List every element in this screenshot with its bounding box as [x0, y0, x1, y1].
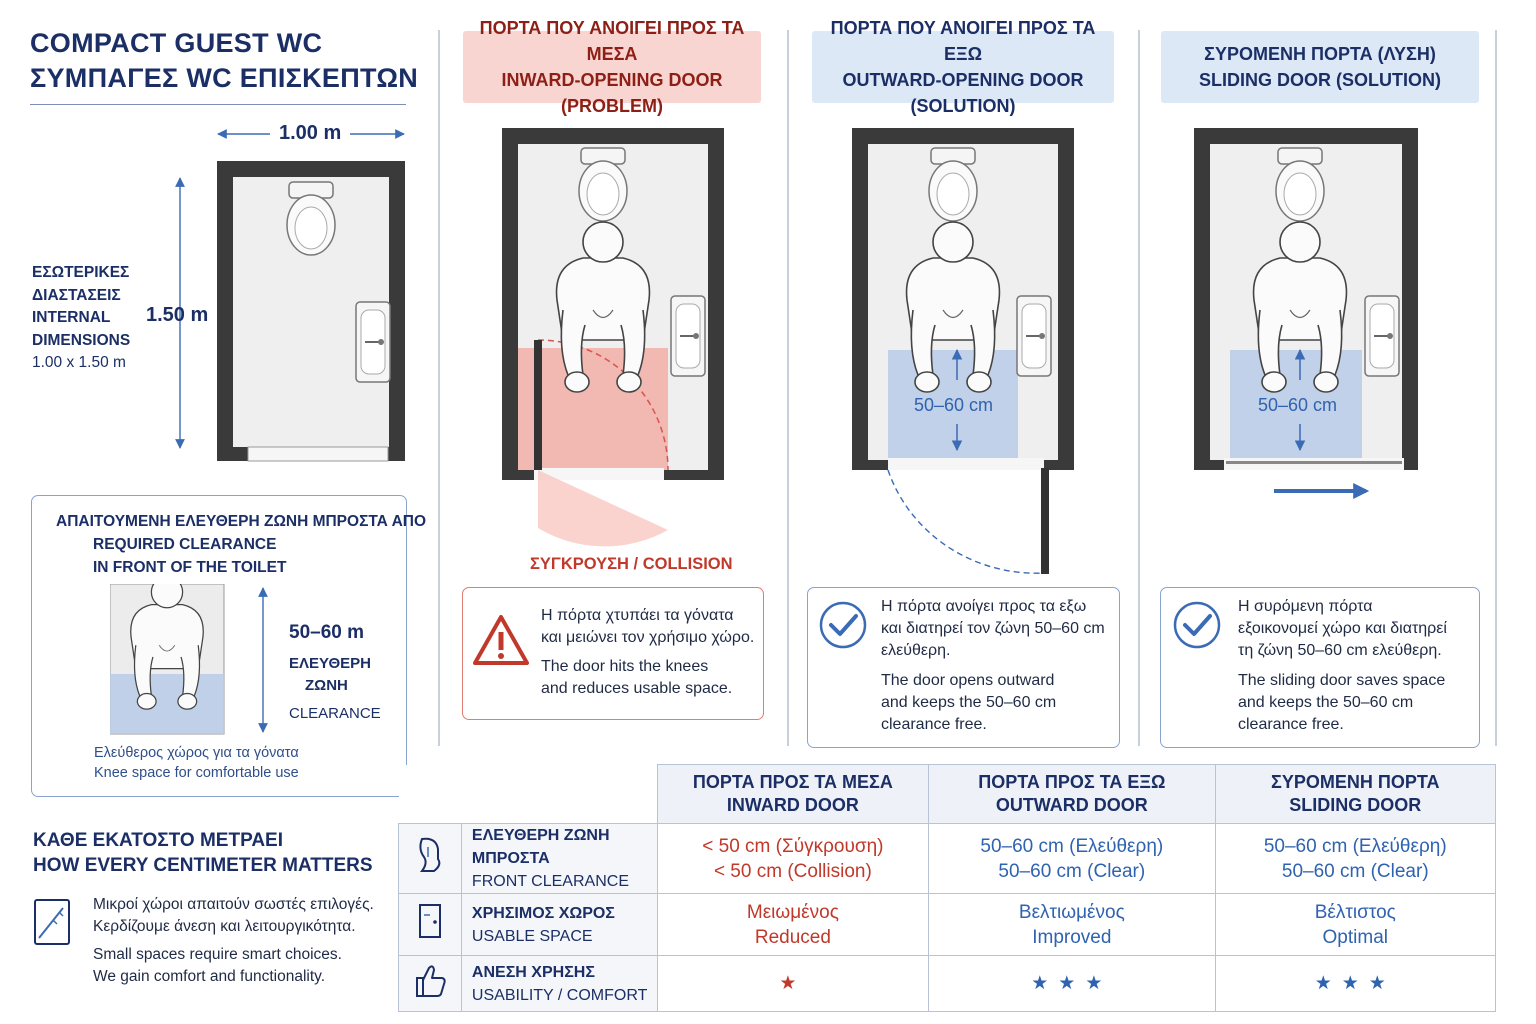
- separator-1: [438, 30, 440, 746]
- outward-door-swing: [887, 469, 1045, 574]
- title-rule: [30, 104, 406, 105]
- sliding-zone-label: 50–60 cm: [1258, 395, 1338, 415]
- toilet-icon: [928, 147, 978, 222]
- sink-icon: [355, 301, 391, 383]
- door-swing-outside: [538, 470, 668, 547]
- floor-plan: [175, 129, 405, 462]
- clearance-zone-label: ΕΛΕΥΘΕΡΗ ΖΩΝΗ CLEARANCE: [289, 655, 381, 722]
- internal-dimensions: ΕΣΩΤΕΡΙΚΕΣ ΔΙΑΣΤΑΣΕΙΣ INTERNAL DIMENSION…: [32, 264, 131, 371]
- rating-outward: ★★★: [928, 955, 1216, 1012]
- title-en: COMPACT GUEST WC: [30, 28, 323, 58]
- toilet-icon: [578, 147, 628, 222]
- header-inward-door: ΠΟΡΤΑ ΠΟΥ ΑΝΟΙΓΕΙ ΠΡΟΣ ΤΑ ΜΕΣΑ INWARD-OP…: [463, 18, 761, 116]
- every-cm-heading: ΚΑΘΕ ΕΚΑΤΟΣΤΟ ΜΕΤΡΑΕΙ HOW EVERY CENTIMET…: [33, 830, 373, 876]
- sliding-plan: [1194, 128, 1418, 499]
- sliding-description: Η συρόμενη πόρτα εξοικονομεί χώρο και δι…: [1238, 598, 1447, 733]
- toilet-icon: [1275, 147, 1325, 222]
- check-circle-icon: [1173, 601, 1221, 649]
- rating-sliding: ★★★: [1214, 955, 1497, 1012]
- inward-description: Η πόρτα χτυπάει τα γόνατα και μειώνει το…: [541, 607, 755, 697]
- page-title: COMPACT GUEST WC ΣΥΜΠΑΓΕΣ WC ΕΠΙΣΚΕΠΤΩΝ: [30, 26, 418, 96]
- sink-icon: [1016, 295, 1052, 377]
- header-outward-door: ΠΟΡΤΑ ΠΟΥ ΑΝΟΙΓΕΙ ΠΡΟΣ ΤΑ ΕΞΩ OUTWARD-OP…: [812, 18, 1114, 116]
- clearance-title: ΑΠΑΙΤΟΥΜΕΝΗ ΕΛΕΥΘΕΡΗ ΖΩΝΗ ΜΠΡΟΣΤΑ ΑΠΟ RE…: [56, 513, 427, 576]
- clearance-zone: [110, 674, 224, 734]
- collision-zone: [518, 348, 668, 470]
- check-circle-icon: [819, 601, 867, 649]
- separator-4: [1495, 30, 1497, 746]
- thumbs-up-icon: [398, 955, 462, 1012]
- clearance-figure: [110, 584, 268, 735]
- knee-icon: [398, 823, 462, 894]
- ruler-icon: [34, 899, 70, 945]
- clearance-caption: Ελεύθερος χώρος για τα γόνατα Knee space…: [94, 745, 299, 781]
- sink-icon: [670, 295, 706, 377]
- inward-door-leaf: [534, 340, 542, 470]
- rating-inward: ★: [656, 955, 930, 1012]
- door-gap: [247, 446, 389, 462]
- toilet-icon: [286, 181, 336, 256]
- warning-icon: [473, 615, 529, 665]
- clearance-value: 50–60 m: [289, 622, 365, 643]
- sliding-door-track: [1226, 461, 1402, 464]
- collision-label: ΣΥΓΚΡΟΥΣΗ / COLLISION: [530, 555, 733, 573]
- outward-door-leaf: [1041, 468, 1049, 574]
- outward-zone-label: 50–60 cm: [914, 395, 994, 415]
- outward-description: Η πόρτα ανοίγει προς τα εξω και διατηρεί…: [881, 598, 1105, 733]
- sink-icon: [1364, 295, 1400, 377]
- header-sliding-door: ΣΥΡΟΜΕΝΗ ΠΟΡΤΑ (ΛΥΣΗ) SLIDING DOOR (SOLU…: [1161, 31, 1479, 103]
- width-label: 1.00 m: [279, 122, 342, 144]
- height-label: 1.50 m: [146, 304, 209, 326]
- separator-2: [787, 30, 789, 746]
- inward-plan: [502, 128, 724, 547]
- separator-3: [1138, 30, 1140, 746]
- outward-plan: [852, 128, 1074, 574]
- title-gr: ΣΥΜΠΑΓΕΣ WC ΕΠΙΣΚΕΠΤΩΝ: [30, 63, 419, 93]
- clearance-box: [31, 495, 407, 797]
- door-icon: [398, 893, 462, 956]
- every-cm-text: Μικροί χώροι απαιτούν σωστές επιλογές. Κ…: [93, 896, 374, 985]
